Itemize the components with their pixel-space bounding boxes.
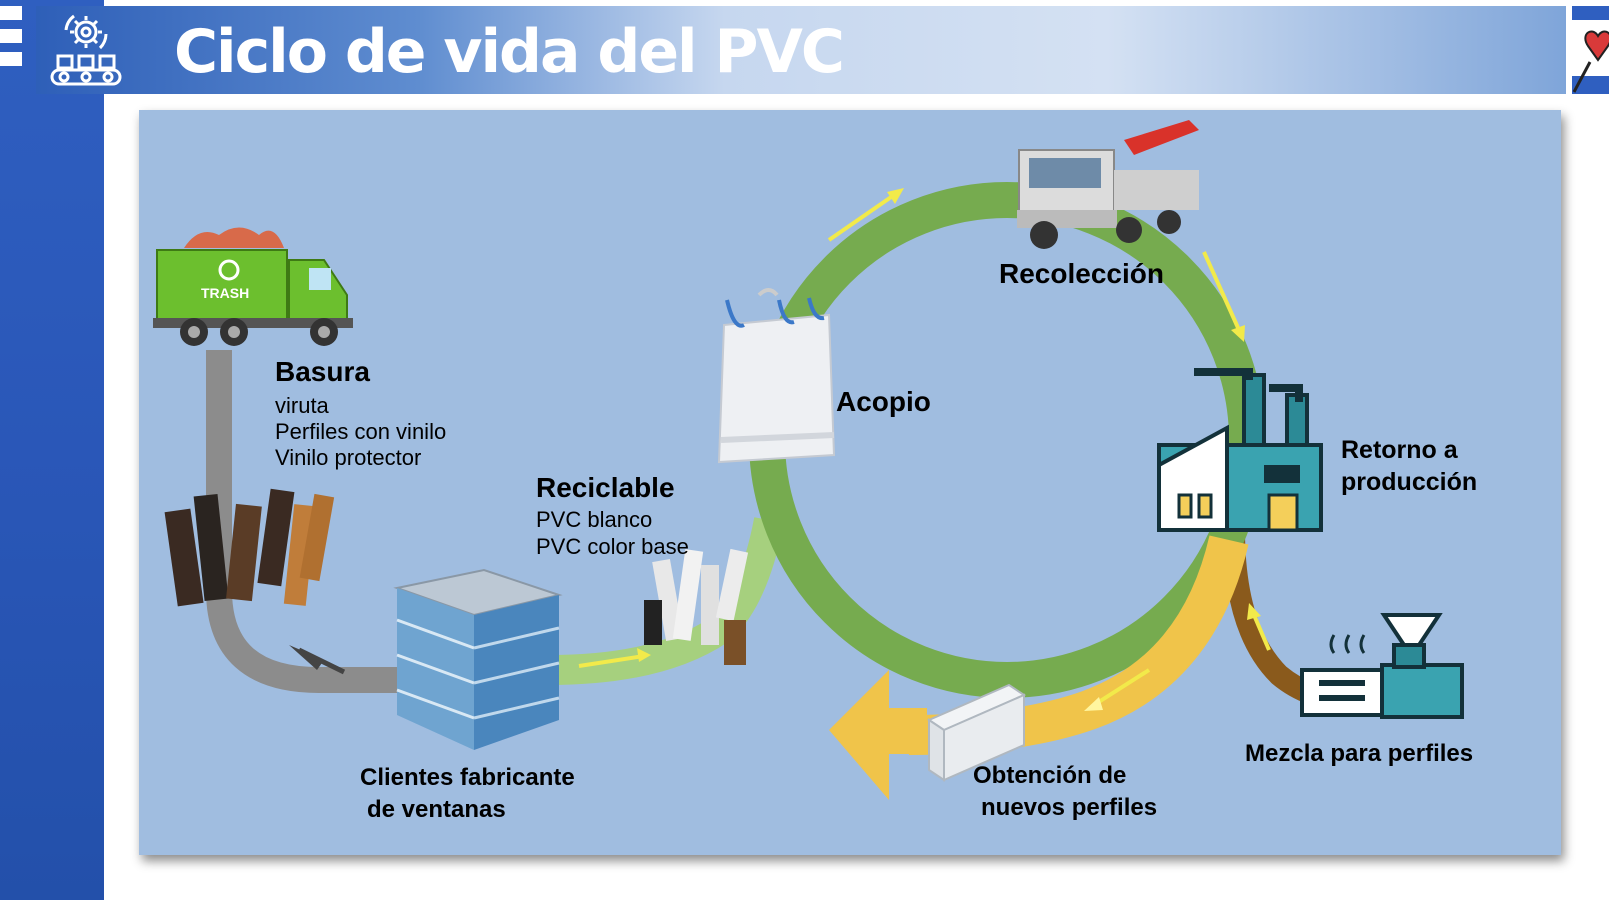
yellow-output-path — [908, 535, 1249, 755]
label-reciclable-title: Reciclable — [536, 472, 675, 503]
label-obtencion-line2: nuevos perfiles — [981, 794, 1158, 821]
new-profile-icon — [926, 683, 1027, 782]
recyclable-profiles-icon — [644, 548, 749, 665]
label-retorno-line1: Retorno a — [1341, 436, 1458, 464]
yellow-arrowhead — [829, 670, 889, 800]
label-clientes-line1: Clientes fabricante — [360, 764, 575, 791]
pvc-profiles-icon — [164, 488, 335, 607]
label-basura-item: Vinilo protector — [275, 445, 422, 470]
label-reciclable-item: PVC blanco — [536, 507, 653, 532]
building-icon — [393, 568, 563, 750]
label-mezcla: Mezcla para perfiles — [1245, 740, 1474, 767]
factory-icon — [1157, 368, 1323, 532]
header-banner: Ciclo de vida del PVC — [36, 6, 1566, 94]
cycle-diagram: TRASH — [153, 120, 1464, 800]
gear-conveyor-icon — [50, 14, 122, 86]
gray-return-path — [206, 350, 414, 693]
label-retorno-line2: producción — [1341, 468, 1478, 496]
crane-truck-icon — [1017, 120, 1199, 249]
label-basura-item: Perfiles con vinilo — [275, 419, 447, 444]
label-basura-item: viruta — [275, 393, 329, 418]
label-basura-title: Basura — [275, 356, 370, 387]
extruder-icon — [1300, 613, 1464, 719]
gray-arrow — [289, 645, 324, 670]
heart-pin-icon — [1572, 6, 1609, 94]
bulk-bag-icon — [717, 288, 836, 464]
label-obtencion-line1: Obtención de — [973, 762, 1127, 789]
garbage-truck-icon — [153, 227, 353, 346]
sidebar-band — [0, 0, 104, 900]
label-clientes-line2: de ventanas — [367, 796, 506, 823]
label-recoleccion: Recolección — [999, 258, 1164, 289]
label-acopio: Acopio — [836, 386, 931, 417]
page-title: Ciclo de vida del PVC — [174, 17, 845, 87]
diagram-panel: TRASH — [139, 110, 1561, 855]
label-reciclable-item: PVC color base — [536, 534, 689, 559]
menu-lines-icon — [0, 6, 24, 75]
truck-label: TRASH — [201, 285, 249, 301]
